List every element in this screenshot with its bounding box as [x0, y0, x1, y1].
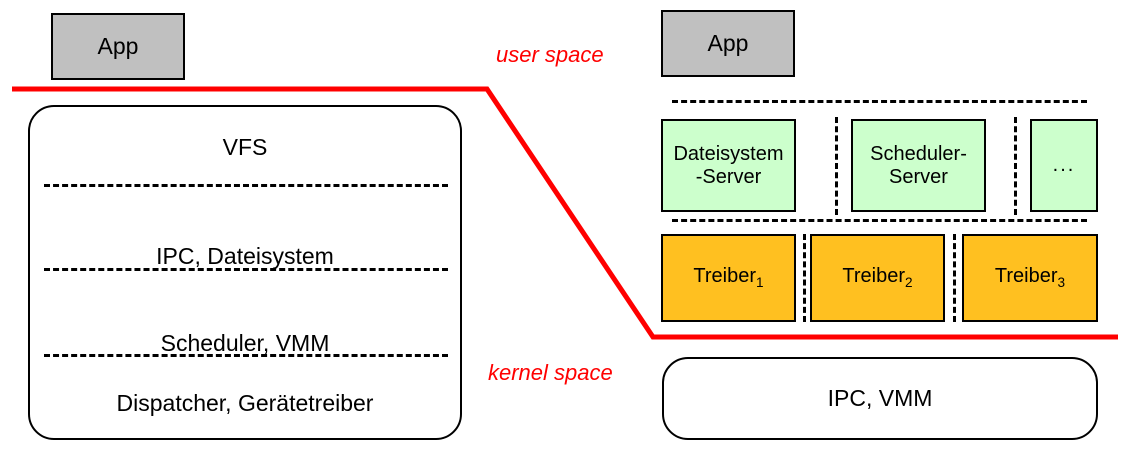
- driver-0-index: 1: [756, 275, 764, 291]
- microkernel-server-band-bottom-separator: [672, 219, 1087, 222]
- server-0-line2: -Server: [695, 165, 762, 188]
- microkernel-driver-1[interactable]: Treiber1: [661, 234, 796, 322]
- microkernel-server-scheduler-label: Scheduler- Server: [870, 143, 967, 189]
- microkernel-server-more-label: ...: [1052, 154, 1076, 176]
- microkernel-driver-3[interactable]: Treiber3: [962, 234, 1098, 322]
- monolithic-separator-3: [44, 354, 448, 357]
- user-space-label: user space: [496, 42, 604, 67]
- server-1-line1: Scheduler-: [870, 142, 967, 165]
- microkernel-driver-3-label: Treiber3: [995, 265, 1065, 291]
- microkernel-server-scheduler[interactable]: Scheduler- Server: [851, 119, 986, 212]
- microkernel-app-label: App: [707, 30, 749, 57]
- driver-1-index: 2: [905, 275, 913, 291]
- microkernel-server-dateisystem-label: Dateisystem -Server: [673, 143, 783, 189]
- monolithic-app-label: App: [97, 33, 139, 60]
- kernel-space-label: kernel space: [488, 360, 613, 385]
- microkernel-server-separator-1: [835, 117, 838, 215]
- microkernel-server-band-top-separator: [672, 100, 1087, 103]
- microkernel-driver-1-label: Treiber1: [693, 265, 763, 291]
- driver-2-name: Treiber: [994, 265, 1058, 288]
- monolithic-layer-vfs: VFS: [222, 134, 268, 160]
- microkernel-server-separator-2: [1014, 117, 1017, 215]
- monolithic-app-box[interactable]: App: [51, 13, 185, 80]
- microkernel-driver-separator-1: [803, 234, 806, 322]
- driver-0-name: Treiber: [693, 265, 757, 288]
- monolithic-separator-1: [44, 184, 448, 187]
- microkernel-core-label: IPC, VMM: [827, 385, 933, 412]
- driver-1-name: Treiber: [842, 265, 906, 288]
- microkernel-driver-2-label: Treiber2: [842, 265, 912, 291]
- monolithic-separator-2: [44, 268, 448, 271]
- server-1-line2: Server: [889, 165, 948, 188]
- server-0-line1: Dateisystem: [673, 142, 784, 165]
- microkernel-server-dateisystem[interactable]: Dateisystem -Server: [661, 119, 796, 212]
- monolithic-layer-scheduler-vmm: Scheduler, VMM: [160, 330, 330, 356]
- microkernel-core-box[interactable]: IPC, VMM: [662, 357, 1098, 440]
- monolithic-layer-dispatcher-geraetetreiber: Dispatcher, Gerätetreiber: [116, 390, 374, 416]
- microkernel-driver-2[interactable]: Treiber2: [810, 234, 945, 322]
- microkernel-driver-separator-2: [953, 234, 956, 322]
- microkernel-server-more[interactable]: ...: [1030, 119, 1098, 212]
- monolithic-layer-ipc-dateisystem: IPC, Dateisystem: [156, 243, 334, 269]
- driver-2-index: 3: [1057, 275, 1066, 291]
- microkernel-app-box[interactable]: App: [661, 10, 795, 77]
